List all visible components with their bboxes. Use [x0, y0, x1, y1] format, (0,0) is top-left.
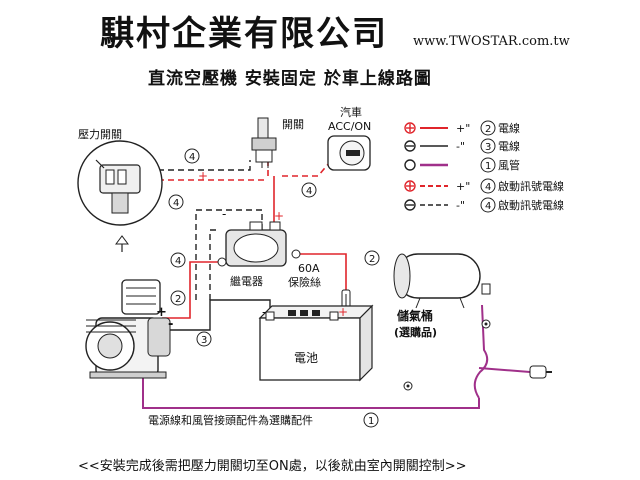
relay-label: 繼電器 — [230, 274, 263, 288]
toggle-switch — [251, 117, 277, 168]
callout-4-pressure-left: 4 — [173, 198, 179, 209]
fuse-label-line2: 保險絲 — [288, 275, 321, 289]
legend-row-5: -" 4 啟動訊號電線 — [404, 197, 564, 213]
relay-minus-sign: - — [222, 207, 226, 221]
tank-label-line1: 儲氣桶 — [397, 308, 433, 323]
negative-wires — [108, 160, 271, 331]
ignition-key-icon — [327, 135, 371, 171]
legend: +" 2 電線 -" 3 電線 1 風管 — [404, 120, 564, 213]
air-tank — [393, 253, 491, 309]
callout-4-relay-left: 4 — [175, 256, 181, 267]
legend-row-2: -" 3 電線 — [404, 138, 520, 154]
legend-number-2: 3 — [485, 142, 491, 153]
hose-fitting-icon — [529, 365, 552, 379]
callout-4-acc: 4 — [306, 186, 312, 197]
legend-text-3: 風管 — [498, 158, 520, 172]
legend-row-3: 1 風管 — [404, 157, 520, 173]
legend-number-4: 4 — [485, 182, 491, 193]
terminal-signs: + - + - - + + — [156, 169, 348, 332]
fuse-label-line1: 60A — [298, 262, 320, 275]
legend-sign-5: -" — [456, 199, 465, 212]
battery-label: 電池 — [294, 351, 318, 365]
relay-plus-sign: + — [274, 209, 284, 223]
website-url: www.TWOSTAR.com.tw — [413, 34, 570, 49]
battery-minus-sign: - — [262, 305, 266, 319]
legend-number-5: 4 — [485, 201, 491, 212]
legend-text-4: 啟動訊號電線 — [498, 179, 564, 193]
battery-plus-sign: + — [338, 305, 348, 319]
tank-mount-marker-dot — [484, 322, 488, 326]
signal-plus-sign: + — [198, 169, 208, 183]
legend-text-1: 電線 — [498, 121, 520, 135]
air-compressor — [85, 279, 171, 379]
hose-mount-marker-dot — [406, 384, 410, 388]
relay — [217, 221, 301, 267]
legend-row-4: +" 4 啟動訊號電線 — [404, 178, 564, 194]
callout-2-compressor: 2 — [175, 294, 181, 305]
company-name: 騏村企業有限公司 — [100, 14, 388, 54]
callout-3-compressor: 3 — [201, 335, 207, 346]
legend-text-5: 啟動訊號電線 — [498, 198, 564, 212]
legend-text-2: 電線 — [498, 139, 520, 153]
legend-number-1: 2 — [485, 124, 491, 135]
legend-sign-1: +" — [456, 122, 470, 135]
compressor-plus-sign: + — [156, 305, 167, 320]
callout-numbers: 4 4 4 4 2 2 3 1 — [168, 148, 380, 428]
car-acc-label-line2: ACC/ON — [328, 120, 371, 133]
up-arrow-icon — [115, 235, 129, 245]
callout-4-pressure-top: 4 — [189, 152, 195, 163]
callout-1-bottom: 1 — [368, 416, 374, 427]
legend-row-1: +" 2 電線 — [404, 120, 520, 136]
switch-label: 開關 — [282, 118, 304, 131]
car-acc-label-line1: 汽車 — [340, 105, 362, 119]
positive-wires — [108, 160, 347, 327]
legend-sign-2: -" — [456, 140, 465, 153]
pressure-switch-label: 壓力開關 — [78, 128, 122, 141]
callout-2-fuse: 2 — [369, 254, 375, 265]
legend-number-3: 1 — [485, 161, 491, 172]
optional-accessories-note: 電源線和風管接頭配件為選購配件 — [148, 413, 313, 427]
diagram-subtitle: 直流空壓機 安裝固定 於車上線路圖 — [148, 69, 432, 89]
compressor-minus-sign: - — [168, 317, 173, 332]
legend-sign-4: +" — [456, 180, 470, 193]
tank-label-line2: (選購品) — [394, 325, 437, 339]
pressure-switch — [77, 140, 163, 226]
battery — [258, 304, 374, 382]
footer-note: <<安裝完成後需把壓力開關切至ON處，以後就由室內開關控制>> — [78, 459, 467, 474]
